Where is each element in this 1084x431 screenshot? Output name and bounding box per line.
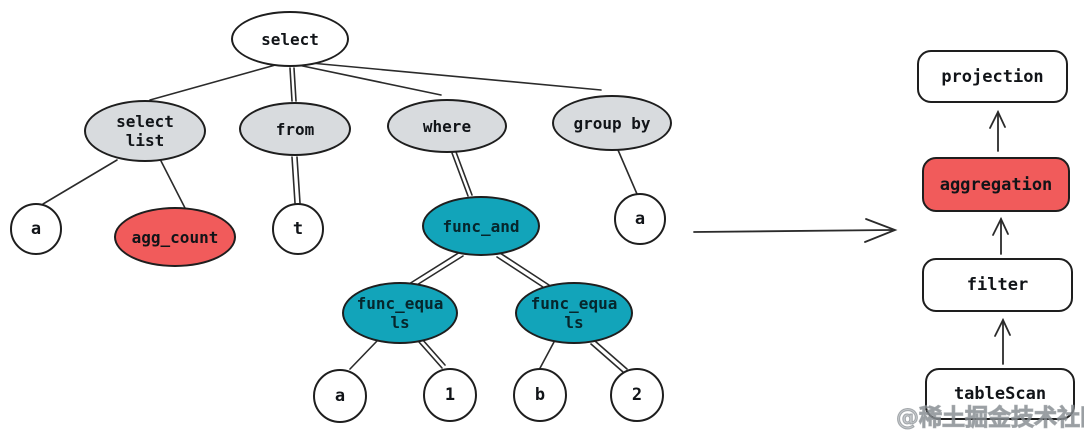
edge-select-to-group-by [299, 61, 602, 91]
plan-step-projection: projection [917, 50, 1068, 103]
ast-node-operand-b: b [513, 368, 567, 422]
ast-node-operand-a: a [313, 369, 367, 423]
edge-func-equals-left-to-a [349, 340, 378, 370]
ast-node-column-a: a [10, 203, 62, 255]
edge-where-to-func-and [451, 151, 473, 197]
flow-arrow-aggregation-to-projection [989, 109, 1006, 152]
ast-node-func-equals-right: func_equa ls [515, 282, 633, 344]
ast-node-func-and: func_and [422, 196, 540, 256]
ast-node-func-equals-left: func_equa ls [342, 282, 458, 344]
edge-select-list-to-agg-count [160, 160, 186, 209]
ast-node-select: select [231, 11, 349, 67]
ast-node-group-by: group by [552, 95, 672, 151]
flow-arrow-filter-to-aggregation [992, 216, 1009, 255]
edge-group-by-to-a [617, 149, 638, 195]
ast-node-groupby-column-a: a [614, 193, 666, 245]
ast-node-where: where [387, 99, 507, 153]
edge-func-equals-right-to-b [538, 341, 555, 371]
watermark-text: @稀土掘金技术社区 [896, 405, 1084, 431]
edge-from-to-t [291, 156, 301, 204]
edge-func-equals-right-to-2 [590, 340, 628, 373]
edge-select-to-where [297, 64, 442, 96]
ast-node-from: from [239, 102, 351, 156]
edge-func-and-to-func-equals-left [408, 251, 464, 289]
edge-func-equals-left-to-1 [418, 338, 446, 369]
ast-node-table-t: t [272, 203, 324, 255]
ast-node-select-list: select list [84, 100, 206, 162]
edge-func-and-to-func-equals-right [496, 252, 550, 290]
edge-select-list-to-a [42, 159, 118, 205]
ast-node-operand-2: 2 [610, 368, 664, 422]
flow-arrow-tablescan-to-filter [994, 317, 1011, 365]
edge-select-to-from [289, 67, 297, 102]
transform-arrow [693, 218, 898, 243]
ast-node-agg-count: agg_count [114, 207, 236, 267]
ast-node-operand-1: 1 [423, 368, 477, 422]
plan-step-aggregation: aggregation [922, 157, 1070, 212]
plan-step-tablescan: tableScan [925, 368, 1075, 420]
edge-select-to-select-list [149, 63, 280, 101]
plan-step-filter: filter [922, 258, 1073, 312]
